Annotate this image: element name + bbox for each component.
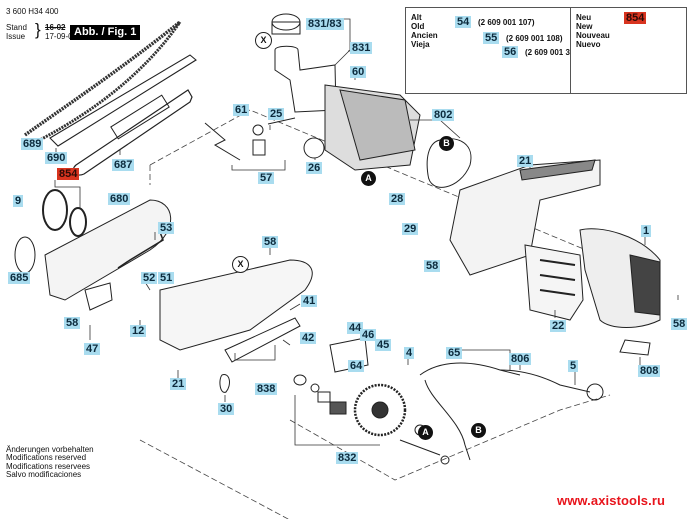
document-number: 3 600 H34 400 [6,7,59,16]
part-label-56[interactable]: 56 [502,46,519,58]
part-label-687[interactable]: 687 [112,159,135,171]
lang-en: Old [411,22,425,31]
part-label-30[interactable]: 30 [218,403,235,415]
part-label-22[interactable]: 22 [550,320,567,332]
part-label-58-handle[interactable]: 58 [424,260,441,272]
part-label-802[interactable]: 802 [432,109,455,121]
part-label-808[interactable]: 808 [638,365,661,377]
part-label-680[interactable]: 680 [108,193,131,205]
part-label-12[interactable]: 12 [130,325,147,337]
part-label-42[interactable]: 42 [300,332,317,344]
part-label-1[interactable]: 1 [641,225,652,237]
part-label-47[interactable]: 47 [84,343,101,355]
part-label-854[interactable]: 854 [57,168,80,180]
part-label-5[interactable]: 5 [568,360,579,372]
note-de: Änderungen vorbehalten [6,445,94,454]
figure-badge: Abb. / Fig. 1 [70,25,141,40]
part-label-44[interactable]: 44 [347,322,364,334]
part-label-61[interactable]: 61 [233,104,250,116]
part-label-58-left[interactable]: 58 [64,317,81,329]
part-label-64[interactable]: 64 [348,360,365,372]
note-es: Salvo modificaciones [6,469,82,479]
part-label-25[interactable]: 25 [268,108,285,120]
part-label-26[interactable]: 26 [306,162,323,174]
part-label-65[interactable]: 65 [446,347,463,359]
part-label-54[interactable]: 54 [455,16,472,28]
stand-issue-labels: Stand Issue [6,23,27,41]
part-label-45[interactable]: 45 [375,339,392,351]
part-label-52[interactable]: 52 [141,272,158,284]
lang-es: Vieja [411,40,430,49]
marker-x-top: X [255,32,272,49]
stand-issue-dates: 16-02 17-09-08 [45,23,77,41]
part-label-51[interactable]: 51 [158,272,175,284]
issue-date: 17-09-08 [45,32,78,41]
stand-label: Stand [6,23,27,32]
stand-date: 16-02 [45,23,66,32]
part-label-60[interactable]: 60 [350,66,367,78]
lang-de: Neu [576,13,592,22]
part-label-832[interactable]: 832 [336,452,359,464]
legend-old-languages: Alt Old Ancien Vieja [411,13,438,49]
part-label-21-housing[interactable]: 21 [170,378,187,390]
part-label-58-cover[interactable]: 58 [262,236,279,248]
part-label-9[interactable]: 9 [13,195,24,207]
part-label-690[interactable]: 690 [45,152,68,164]
brace-icon: } [35,20,41,39]
legend-old-parts: Alt Old Ancien Vieja 54 (2 609 001 107) … [405,7,583,94]
part-label-21-handle[interactable]: 21 [517,155,534,167]
part-label-53[interactable]: 53 [158,222,175,234]
legend-new-languages: Neu New Nouveau Nuevo [576,13,610,49]
part-number-54: (2 609 001 107) [478,18,535,27]
part-label-854-new[interactable]: 854 [624,12,647,24]
part-label-831-83[interactable]: 831/83 [306,18,344,30]
part-label-58-right[interactable]: 58 [671,318,688,330]
part-label-4[interactable]: 4 [404,347,415,359]
part-label-28[interactable]: 28 [389,193,406,205]
marker-b-gasket: B [439,136,454,151]
note-fr: Modifications reservees [6,461,91,471]
part-label-831[interactable]: 831 [350,42,373,54]
part-label-41[interactable]: 41 [301,295,318,307]
website-link[interactable]: www.axistools.ru [557,493,666,508]
part-label-838[interactable]: 838 [255,383,278,395]
legend-new-parts: Neu New Nouveau Nuevo 854 [570,7,687,94]
part-label-689[interactable]: 689 [21,138,44,150]
note-en: Modifications reserved [6,453,87,463]
part-label-29[interactable]: 29 [402,223,419,235]
marker-a-wiring: A [418,425,433,440]
part-label-685[interactable]: 685 [8,272,31,284]
modification-notes: Änderungen vorbehalten Modifications res… [6,445,94,479]
part-label-806[interactable]: 806 [509,353,532,365]
marker-b-wiring: B [471,423,486,438]
part-label-46[interactable]: 46 [360,329,377,341]
part-label-57[interactable]: 57 [258,172,275,184]
issue-label: Issue [6,32,26,41]
part-number-56: (2 609 001 309) [525,48,582,57]
lang-es: Nuevo [576,40,601,49]
marker-a-motor: A [361,171,376,186]
lang-fr: Ancien [411,31,438,40]
lang-de: Alt [411,13,422,22]
marker-x-housing: X [232,256,249,273]
part-number-55: (2 609 001 108) [506,34,563,43]
part-label-55[interactable]: 55 [483,32,500,44]
lang-fr: Nouveau [576,31,610,40]
lang-en: New [576,22,593,31]
